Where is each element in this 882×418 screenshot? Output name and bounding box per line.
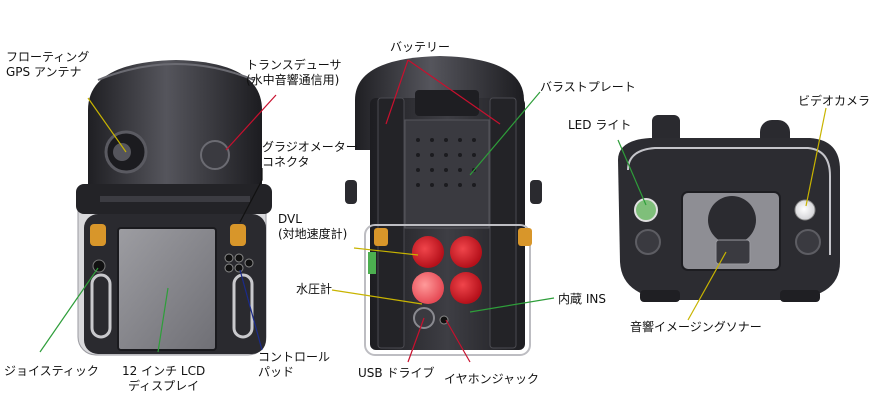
transducer-icon: [200, 140, 230, 170]
label-floating-gps: フローティング GPS アンテナ: [6, 50, 90, 79]
left-orange-knob-1: [90, 224, 106, 246]
dvl-lens-2: [450, 236, 482, 268]
leader-led: [617, 139, 647, 206]
leader-joystick: [39, 267, 99, 353]
label-pressure-sensor: 水圧計: [296, 282, 333, 296]
leader-ins: [469, 297, 555, 313]
label-ballast-plate: バラストプレート: [540, 80, 636, 94]
label-earphone-jack: イヤホンジャック: [444, 372, 540, 386]
leader-battery-right: [407, 59, 501, 125]
label-gradiometer: グラジオメーター コネクタ: [262, 140, 358, 169]
label-led-light: LED ライト: [568, 118, 632, 132]
leader-gradiometer: [239, 168, 263, 223]
leader-lcd: [157, 287, 169, 353]
label-video-camera: ビデオカメラ: [798, 94, 871, 108]
battery-right: [489, 97, 517, 349]
middle-device: [345, 56, 542, 356]
leader-video-camera: [805, 107, 827, 207]
leader-control-pad: [239, 269, 263, 351]
left-handle-2: [232, 273, 254, 339]
led-light-icon: [634, 198, 658, 222]
leader-earphone: [445, 319, 471, 363]
leader-dvl: [353, 247, 419, 256]
control-pad-icon: [224, 253, 254, 273]
sonar-icon: [715, 239, 751, 265]
right-device: [618, 115, 840, 302]
leader-transducer: [225, 94, 277, 151]
battery-top: [415, 90, 479, 116]
leader-usb: [407, 317, 425, 363]
dvl-lens-3: [412, 272, 444, 304]
left-device: [76, 60, 272, 356]
battery-left: [377, 97, 405, 349]
leader-pressure: [331, 289, 423, 305]
video-camera-icon: [794, 199, 816, 221]
ballast-plate: [404, 119, 490, 229]
lcd-screen: [117, 227, 217, 351]
leader-ballast: [469, 91, 541, 176]
leader-lines: [39, 59, 827, 363]
earphone-jack-icon: [439, 315, 449, 325]
label-control-pad: コントロール パッド: [258, 350, 331, 379]
label-usb-drive: USB ドライブ: [358, 366, 435, 380]
left-handle-1: [90, 273, 112, 339]
leader-gps: [87, 97, 127, 153]
label-transducer: トランスデューサ (水中音響通信用): [246, 58, 342, 87]
label-battery: バッテリー: [390, 40, 451, 54]
label-lcd: 12 インチ LCD ディスプレイ: [122, 364, 206, 393]
dvl-lens-1: [412, 236, 444, 268]
sonar-dome: [708, 196, 756, 244]
label-dvl: DVL (対地速度計): [278, 212, 348, 241]
leader-sonar: [687, 251, 727, 321]
dvl-lens-4: [450, 272, 482, 304]
left-orange-knob-2: [230, 224, 246, 246]
leader-battery-left: [385, 59, 409, 125]
label-joystick: ジョイスティック: [4, 364, 99, 378]
label-sonar: 音響イメージングソナー: [630, 320, 762, 334]
label-ins: 内蔵 INS: [558, 292, 606, 306]
joystick-icon: [92, 259, 106, 273]
